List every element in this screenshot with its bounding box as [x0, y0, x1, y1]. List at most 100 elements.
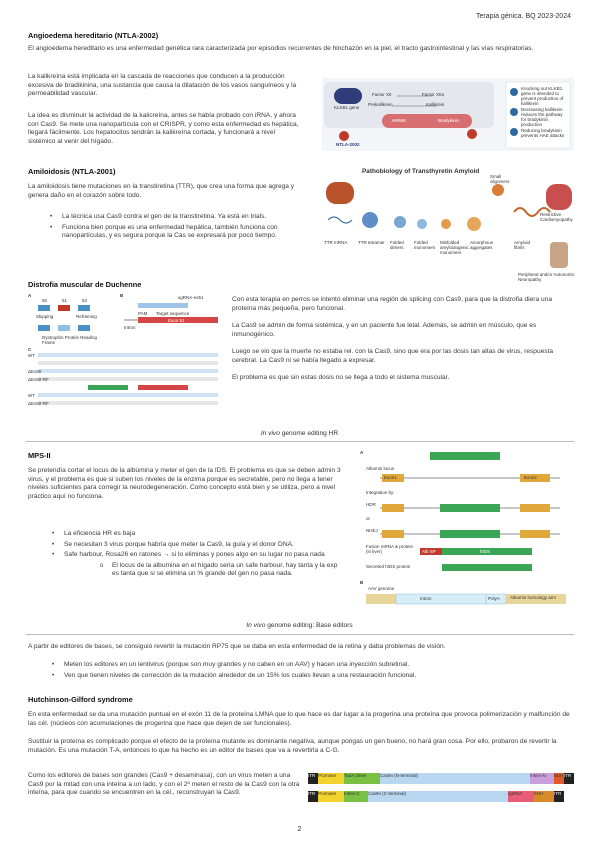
construct-row-2: ITR Promoter Intein-C Cas9n (C-terminal)…: [308, 791, 574, 802]
page-number: 2: [297, 826, 302, 833]
itr-2: ITR: [564, 773, 574, 784]
pam-label: PAM: [138, 311, 148, 316]
homology-arm-label: Albumin homology arm: [510, 595, 557, 600]
duchenne-diagram: [38, 303, 218, 405]
construct-row-1: ITR Promoter TadA dimer Cas9n (N-termina…: [308, 773, 574, 784]
row1-cas9n: Cas9n (N-terminal): [380, 773, 530, 784]
duchenne-paragraph-3: Luego se vio que la muerte no estaba rel…: [232, 348, 554, 364]
mps-figure: A B Albumin locus Integration by: HDR or…: [360, 448, 576, 612]
itr-1: ITR: [308, 773, 318, 784]
restrictive-cardiomyopathy-label: Restrictive Cardiomyopathy: [540, 212, 573, 222]
exon-52-label: 52: [82, 298, 88, 303]
mps-bullet-1: La eficiencia HR es baja: [52, 530, 346, 539]
dystrophin-label: Dystrophin Protein Reading Frame: [42, 335, 98, 345]
row1-tada: TadA dimer: [344, 773, 380, 784]
section-divider-1: [26, 441, 574, 442]
base-editors-paragraph: A partir de editores de bases, se consig…: [28, 643, 446, 650]
base-editors-bullet-2: Ven que tienen niveles de corrección de …: [52, 672, 576, 681]
intron-mps-label: Intron: [420, 596, 432, 601]
factor-xiia-label: Factor XIIa: [422, 92, 445, 97]
base-editors-bullet-list: Meten los editores en un lentivirus (por…: [42, 661, 576, 682]
mps-sub-bullet: El locus de la albumina en el hígado ser…: [100, 562, 346, 579]
amyloid-label-5: Misfolded amyloidogenic monomers: [440, 240, 469, 255]
target-sequence-label: Target sequence: [156, 311, 190, 316]
amiloidosis-paragraph-1: La amiloidosis tiene mutaciones en la tr…: [28, 183, 295, 199]
amiloidosis-bullet-list: La técnica usa Cas9 contra el gen de la …: [40, 213, 302, 243]
amiloidosis-bullet-2: Funciona bien porque es una enfermedad h…: [50, 224, 302, 241]
sgrna-label: sgRNA-ex51: [178, 295, 204, 300]
mps-bullet-2: Se necesitan 3 virus porque habría que m…: [52, 541, 346, 550]
amyloid-label-1: TTR mRNA: [324, 240, 348, 245]
exon-51-label: 51: [62, 298, 68, 303]
split-editor-figure: ITR Promoter TadA dimer Cas9n (N-termina…: [308, 771, 574, 807]
itr-3: ITR: [308, 791, 318, 802]
skipping-label: Skipping: [36, 314, 54, 319]
intron-label: Intron: [124, 325, 136, 330]
duchenne-panel-c: C: [28, 347, 32, 352]
secreted-label: Secreted hIDS protein: [366, 564, 411, 569]
angioedema-title: Angioedema hereditario (NTLA-2002): [28, 31, 159, 40]
klkb1-label: KLKB1 gene: [334, 105, 360, 110]
small-oligomers-label: Small oligomers: [490, 174, 510, 184]
amyloid-label-7: Amyloid fibrils: [514, 240, 531, 250]
duchenne-paragraph-2: La Cas9 se admin de forma sistémica, y e…: [232, 322, 537, 338]
duchenne-figure: A B C sgRNA-ex51 PAM Target sequence Exo…: [28, 293, 224, 413]
mps-title: MPS-II: [28, 451, 51, 460]
albumin-locus-label: Albumin locus: [366, 466, 395, 471]
angioedema-step-3: Reducing bradykinin prevents HAE attacks: [521, 128, 565, 138]
albsp-label: Alb SP: [422, 549, 436, 554]
duchenne-panel-b: B: [120, 293, 124, 298]
row1-promoter: Promoter: [318, 773, 344, 784]
reframing-label: Reframing: [76, 314, 97, 319]
angioedema-diagram: [324, 81, 571, 149]
exon2-label: Exon2: [524, 475, 537, 480]
exon-50-label: 50: [42, 298, 48, 303]
duchenne-title: Distrofia muscular de Duchenne: [28, 280, 142, 289]
duchenne-paragraph-4: El problema es que sin estas dosis no se…: [232, 374, 450, 381]
fusion-label: Fusion mRNA & protein (in liver): [366, 544, 414, 554]
amyloid-label-6: Amorphous aggregates: [470, 240, 494, 250]
seq-row-label-5: ΔEx50-RF: [28, 401, 49, 406]
or-label: or: [366, 516, 371, 521]
mps-bullet-list: La eficiencia HR es baja Se necesitan 3 …: [42, 530, 346, 579]
neuropathy-label: Peripheral and/or Autonomic Neuropathy: [518, 272, 575, 282]
duchenne-paragraph-1: Con esta terapia en perros se intentó el…: [232, 296, 552, 312]
row2-bgh: bGH: [534, 791, 554, 802]
amiloidosis-title: Amiloidosis (NTLA-2001): [28, 167, 116, 176]
row2-cas9n: Cas9n (C-terminal): [368, 791, 508, 802]
polya-label: PolyA: [488, 596, 500, 601]
section-divider-2: [26, 634, 574, 635]
row1-intein: Intein-N: [530, 773, 554, 784]
angioedema-paragraph-1: El angioedema hereditario es una enferme…: [28, 45, 534, 52]
base-editors-bullet-1: Meten los editores en un lentivirus (por…: [52, 661, 576, 670]
amyloid-figure-title: Pathobiology of Transthyretin Amyloid: [362, 168, 480, 175]
mps-panel-b: B: [360, 580, 364, 585]
row2-promoter: Promoter: [318, 791, 344, 802]
seq-row-label-3: ΔEx50-RF: [28, 377, 49, 382]
amyloid-diagram: [326, 182, 572, 268]
amiloidosis-bullet-1: La técnica usa Cas9 contra el gen de la …: [50, 213, 302, 222]
running-header: Terapia génica. BQ 2023-2024: [476, 13, 571, 20]
mps-paragraph-1: Se pretendía cortar el locus de la albúm…: [28, 467, 341, 500]
integration-label: Integration by:: [366, 490, 395, 495]
itr-4: ITR: [554, 791, 564, 802]
amyloid-figure: Pathobiology of Transthyretin Amyloid TT…: [318, 168, 576, 286]
amyloid-label-3: Folded dimers: [390, 240, 404, 250]
factor-xii-label: Factor XII: [372, 92, 392, 97]
hmwk-label: HMWK: [392, 118, 407, 123]
exon1-label: Exon1: [384, 475, 397, 480]
prekallikrein-label: Prekallikrein: [368, 102, 393, 107]
angioedema-step-2: Decreasing kallikrein reduces the pathwa…: [521, 107, 563, 127]
row2-sgrna: sgRNA: [508, 791, 534, 802]
bradykinin-label: Bradykinin: [438, 118, 460, 123]
hutchinson-paragraph-1: En esta enfermedad se da una mutación pu…: [28, 711, 570, 727]
ntla-2002-label: NTLA-2002: [336, 142, 360, 147]
row1-bgh: bGH: [554, 773, 564, 784]
amyloid-label-4: Folded monomers: [414, 240, 436, 250]
amyloid-label-2: TTR tetramer: [358, 240, 385, 245]
hutchinson-title: Hutchinson-Gilford syndrome: [28, 695, 133, 704]
hutchinson-paragraph-3: Como los editores de bases son grandes (…: [28, 772, 300, 797]
aav-genome-label: AAV genome: [368, 586, 395, 591]
seq-row-label-1: WT: [28, 353, 35, 358]
duchenne-panel-a: A: [28, 293, 32, 298]
